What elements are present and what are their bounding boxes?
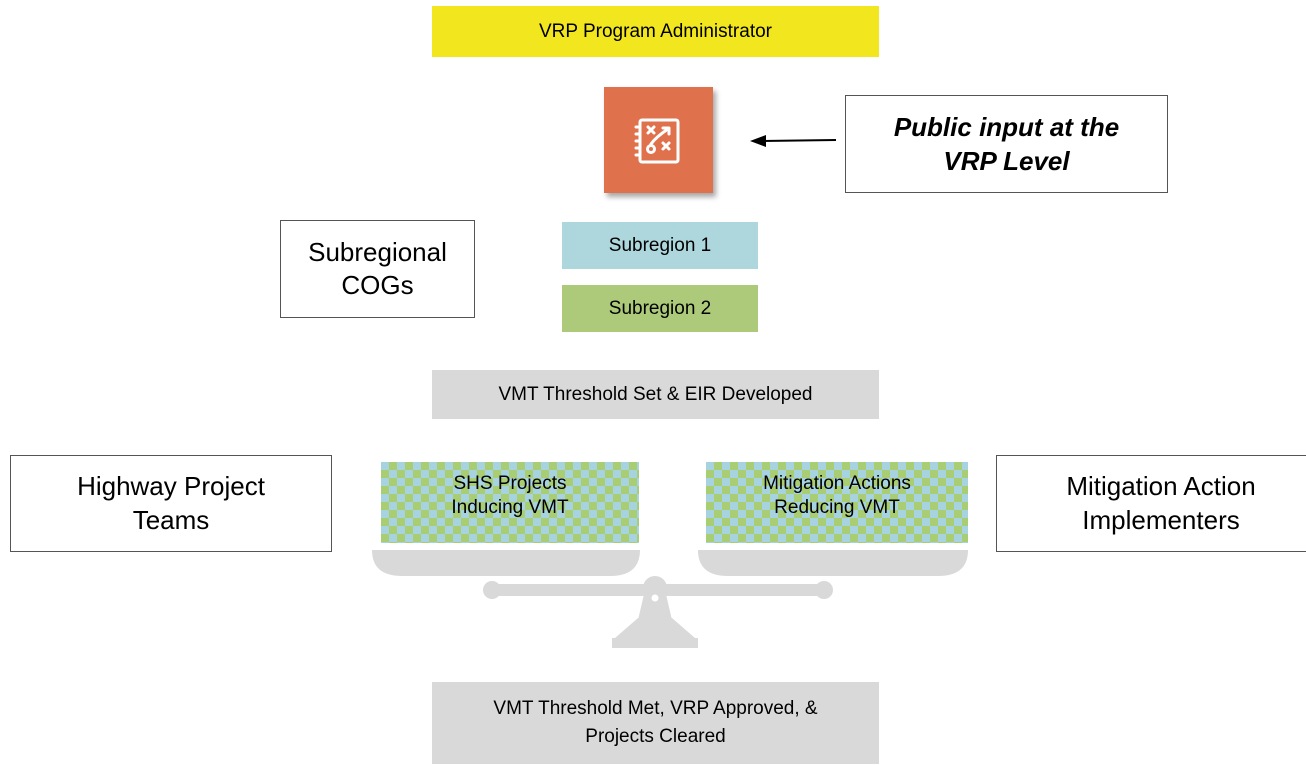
final-outcome-line2: Projects Cleared bbox=[585, 726, 726, 747]
vrp-plan-tile bbox=[604, 87, 713, 193]
subregional-cogs-line1: Subregional bbox=[308, 236, 447, 267]
subregion-1-box: Subregion 1 bbox=[562, 222, 758, 269]
shs-projects-line2: Inducing VMT bbox=[451, 497, 569, 519]
strategy-plan-icon bbox=[634, 118, 680, 164]
subregion-2-label: Subregion 2 bbox=[608, 297, 712, 319]
mitigation-actions-line1: Mitigation Actions bbox=[763, 473, 911, 494]
shs-projects-line1: SHS Projects bbox=[453, 473, 567, 494]
final-outcome-line1: VMT Threshold Met, VRP Approved, & bbox=[493, 698, 818, 720]
final-outcome-box: VMT Threshold Met, VRP Approved, & Proje… bbox=[432, 682, 879, 764]
mitigation-implementers-line2: Implementers bbox=[1082, 504, 1240, 535]
mitigation-implementers-box: Mitigation Action Implementers bbox=[996, 455, 1306, 552]
threshold-set-label: VMT Threshold Set & EIR Developed bbox=[498, 383, 813, 405]
subregion-2-box: Subregion 2 bbox=[562, 285, 758, 332]
public-input-line1: Public input at the bbox=[893, 111, 1120, 142]
mitigation-actions-box: Mitigation Actions Reducing VMT bbox=[706, 462, 968, 543]
highway-project-teams-box: Highway Project Teams bbox=[10, 455, 332, 552]
highway-project-teams-line2: Teams bbox=[132, 504, 210, 535]
subregion-1-label: Subregion 1 bbox=[608, 234, 712, 256]
program-administrator-box: VRP Program Administrator bbox=[432, 6, 879, 57]
shs-projects-box: SHS Projects Inducing VMT bbox=[381, 462, 639, 543]
mitigation-implementers-line1: Mitigation Action bbox=[1066, 471, 1256, 502]
subregional-cogs-line2: COGs bbox=[341, 270, 414, 300]
threshold-set-box: VMT Threshold Set & EIR Developed bbox=[432, 370, 879, 419]
public-input-box: Public input at the VRP Level bbox=[845, 95, 1168, 193]
public-input-line2: VRP Level bbox=[943, 146, 1070, 176]
mitigation-actions-line2: Reducing VMT bbox=[774, 497, 900, 519]
subregional-cogs-box: Subregional COGs bbox=[280, 220, 475, 318]
program-administrator-label: VRP Program Administrator bbox=[538, 20, 772, 42]
highway-project-teams-line1: Highway Project bbox=[77, 471, 265, 502]
